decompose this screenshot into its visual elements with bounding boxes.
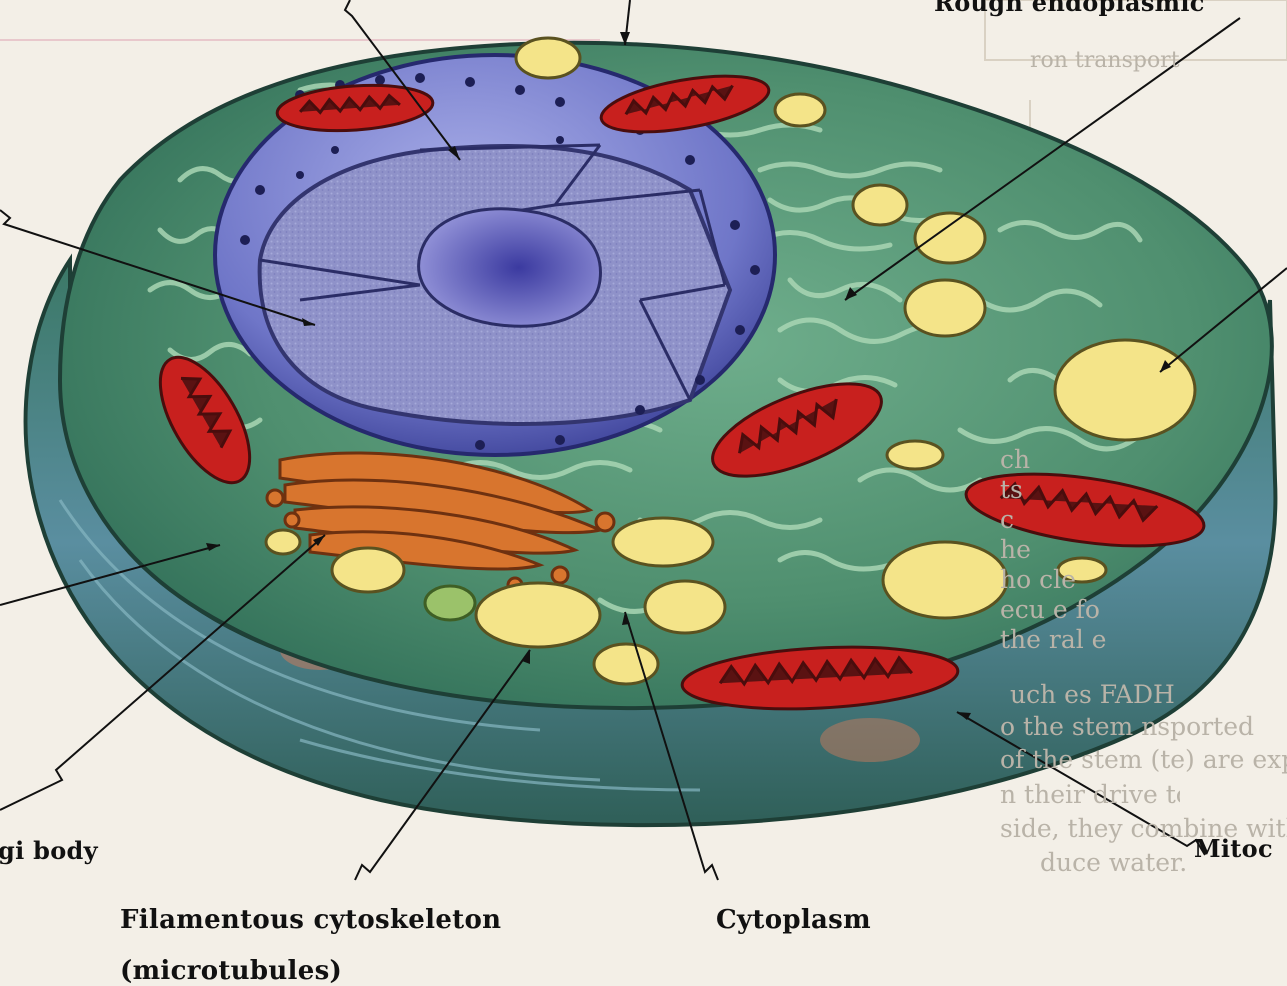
bg-line: c: [1000, 505, 1014, 535]
bg-line: he: [1000, 535, 1031, 565]
bg-text-line: uch es FADH: [1010, 680, 1287, 710]
bg-text-top-right: ron transport: [1030, 46, 1180, 76]
label-filamentous-cytoskeleton: Filamentous cytoskeleton: [120, 905, 501, 935]
bg-text-line: n their drive to g the energy carri: [1000, 780, 1180, 810]
bg-line: ch: [1000, 445, 1030, 475]
label-mitochondrion: Mitoc: [1194, 834, 1273, 864]
lysosome: [425, 586, 475, 620]
label-rough-er: Rough endoplasmic: [934, 0, 1205, 18]
bg-line: ecu e fo: [1000, 595, 1100, 625]
bg-line: of the stem (te) are expell: [1000, 745, 1287, 775]
bg-line: ho cle: [1000, 565, 1076, 595]
label-golgi-body: gi body: [0, 836, 98, 866]
label-cytoplasm: Cytoplasm: [716, 905, 871, 935]
bg-line: the ral e: [1000, 625, 1106, 655]
label-microtubules: (microtubules): [120, 956, 342, 986]
bg-text-line: o the stem nsported: [1000, 712, 1287, 742]
bg-line: ts: [1000, 475, 1023, 505]
